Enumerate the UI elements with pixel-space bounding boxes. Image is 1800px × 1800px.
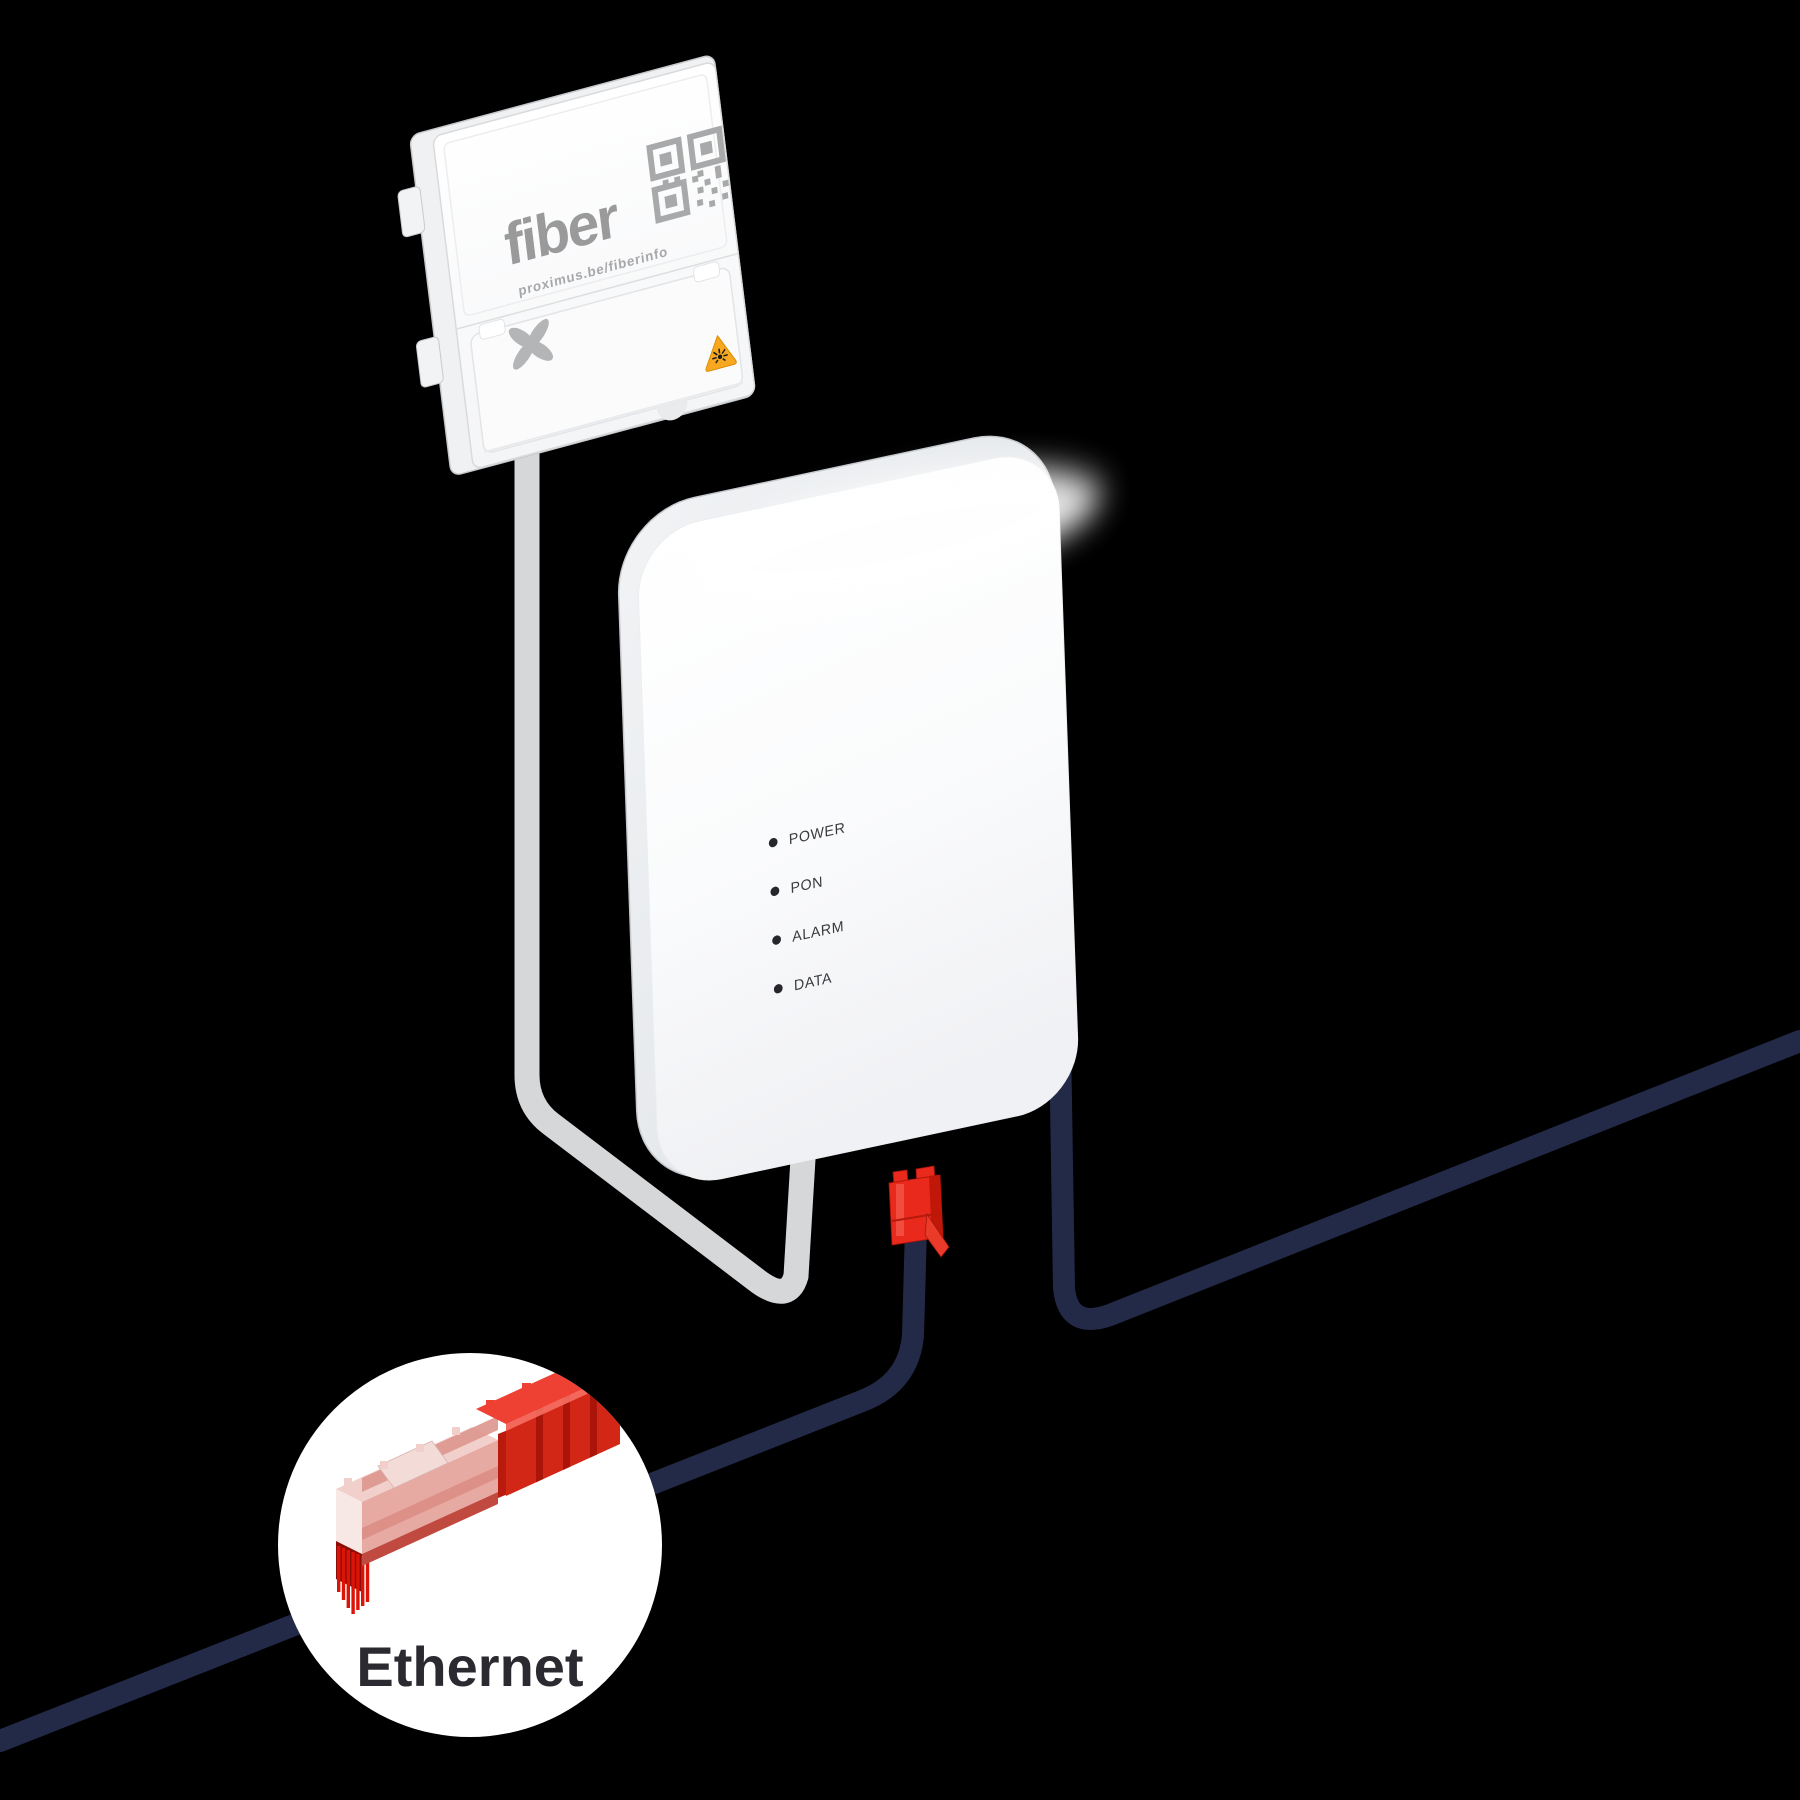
wall-box-mount-tab-top [397, 186, 426, 238]
plug-highlight [896, 1184, 904, 1236]
wall-box-door-hinge-left [478, 318, 506, 340]
laser-warning-icon [705, 335, 737, 372]
ethernet-cable-left [0, 1217, 927, 1752]
pon-led [770, 886, 780, 896]
wall-box-door-recess [656, 399, 688, 421]
wall-box-door-hinge-right [693, 261, 721, 283]
pon-led-label: PON [790, 874, 823, 897]
ethernet-inset: Ethernet [278, 1353, 662, 1737]
inset-label: Ethernet [356, 1635, 583, 1698]
alarm-led [772, 935, 781, 945]
plug-seam [891, 1212, 942, 1222]
proximus-logo-icon [508, 318, 554, 370]
ethernet-plug-red [888, 1165, 950, 1258]
power-led [768, 837, 778, 848]
fiber-cable [514, 427, 817, 1304]
ont-highlight [689, 467, 1101, 610]
wall-box-mount-tab-bottom [415, 336, 444, 388]
plug-latch-tab [924, 1212, 950, 1258]
wall-box-door [470, 267, 744, 453]
qr-code-icon [646, 125, 729, 224]
wall-box-door-shadow [484, 381, 744, 454]
fiber-wall-box: fiber proximus.be/fiberinfo [397, 55, 756, 475]
ethernet-cable-right [1049, 1029, 1800, 1330]
ethernet-plug-pixel-icon [336, 1357, 620, 1614]
wall-box-door-seam [456, 252, 739, 330]
ont-front-face [638, 456, 1079, 1181]
ont-device: POWER PON ALARM DATA [617, 435, 1101, 1181]
data-led [773, 984, 783, 994]
